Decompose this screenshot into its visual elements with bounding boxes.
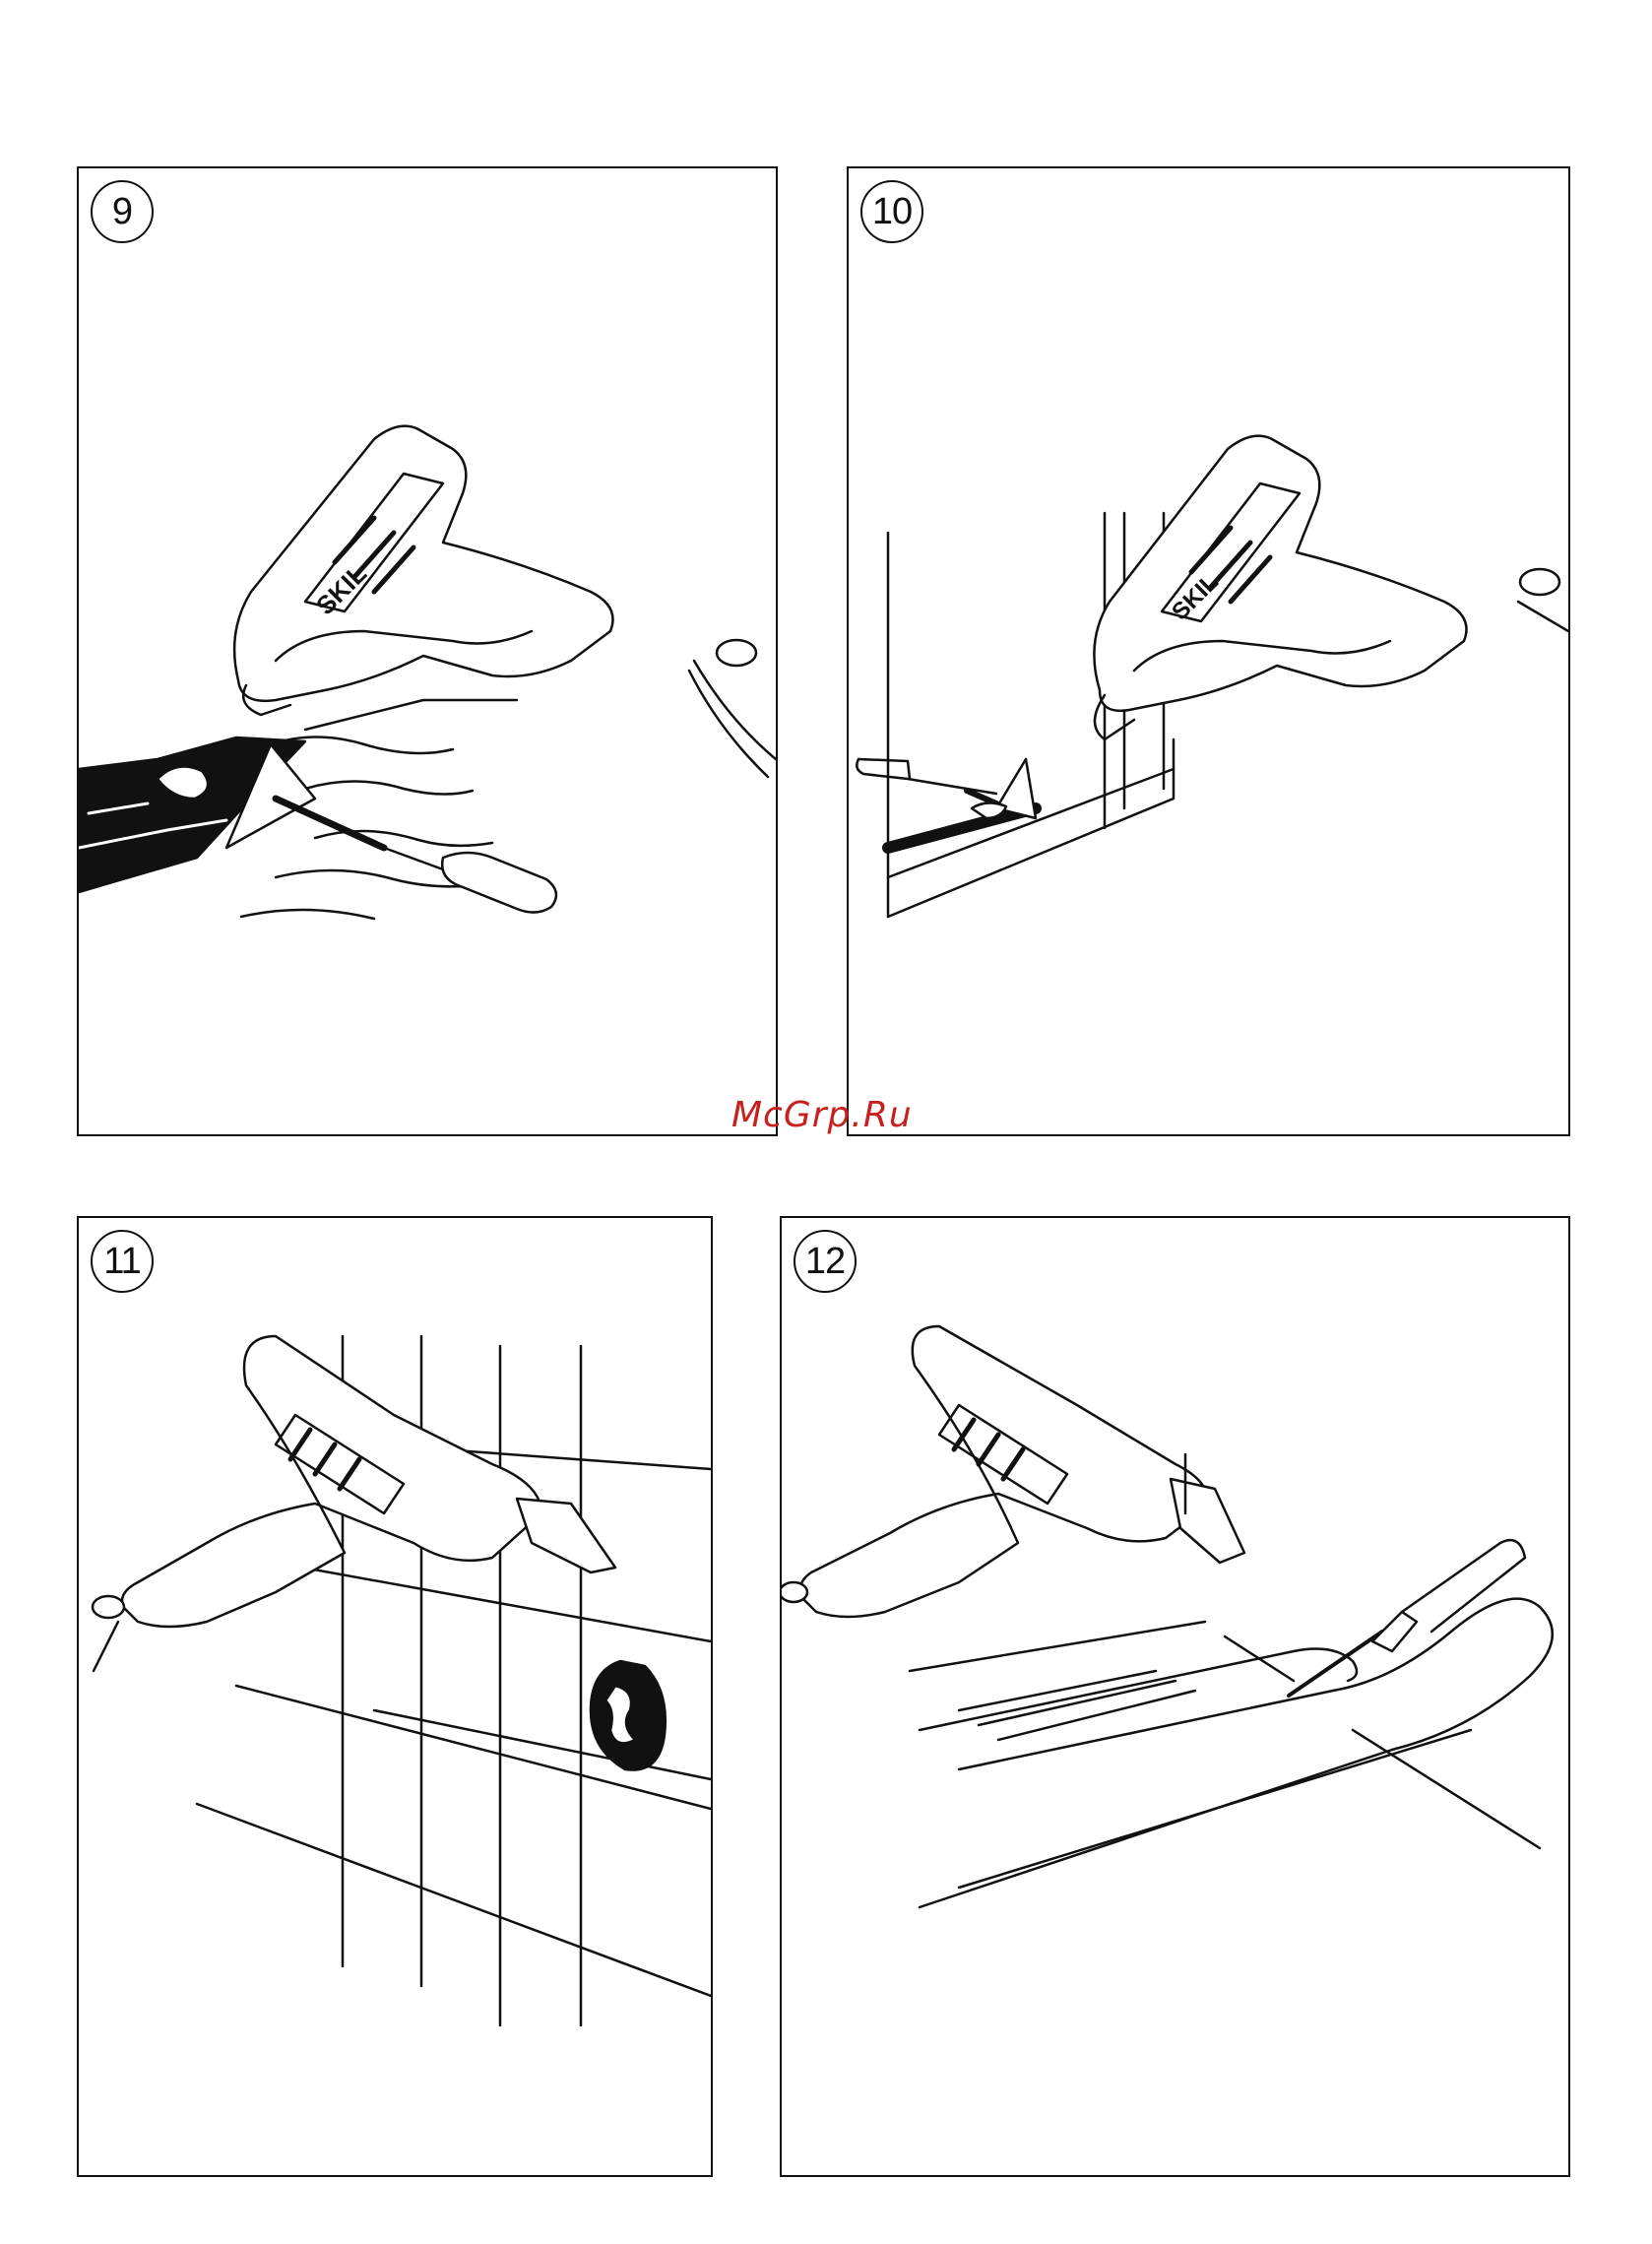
heat-gun-window-frame-illustration: SKIL — [849, 168, 1568, 1134]
figure-12-panel: 12 — [780, 1216, 1570, 2177]
heat-gun-thawing-pipes-illustration — [79, 1218, 711, 2175]
watermark: McGrp.Ru — [731, 1095, 913, 1135]
heat-gun-ski-waxing-illustration — [782, 1218, 1568, 2175]
figure-9-panel: 9 — [77, 166, 778, 1136]
heat-gun-stripping-wood-illustration: SKIL — [79, 168, 776, 1134]
figure-11-panel: 11 — [77, 1216, 713, 2177]
figure-10-panel: 10 SKIL — [847, 166, 1570, 1136]
